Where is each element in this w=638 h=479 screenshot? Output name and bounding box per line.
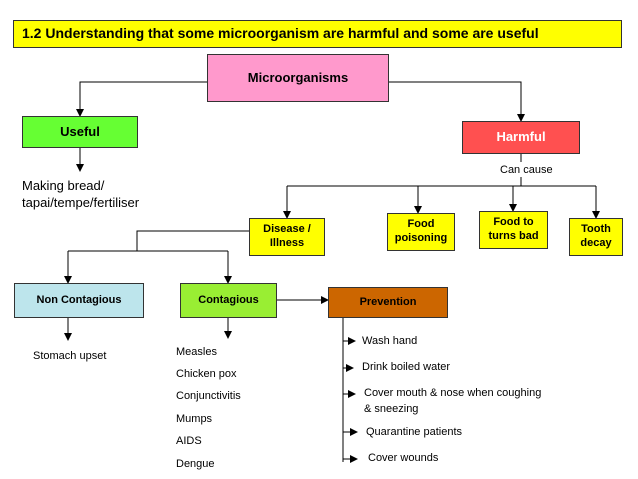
prevention-label: Prevention — [359, 295, 417, 308]
effect-food-poisoning-line1: Food — [407, 218, 435, 231]
effect-disease-illness: Disease / Illness — [249, 218, 325, 256]
effect-tooth-decay: Tooth decay — [569, 218, 623, 256]
contagious-node: Contagious — [180, 283, 277, 318]
harmful-node: Harmful — [462, 121, 580, 154]
effect-food-poisoning: Food poisoning — [387, 213, 455, 251]
contagious-example: Conjunctivitis — [176, 390, 241, 402]
effect-disease-line1: Disease / — [263, 223, 311, 236]
useful-label: Useful — [60, 123, 100, 139]
non-contagious-example: Stomach upset — [33, 350, 107, 362]
contagious-label: Contagious — [198, 293, 259, 306]
contagious-example: AIDS — [176, 435, 202, 447]
effect-tooth-decay-line1: Tooth — [581, 223, 611, 236]
contagious-example: Mumps — [176, 413, 213, 425]
contagious-example: Chicken pox — [176, 368, 237, 380]
microorganisms-label: Microorganisms — [247, 69, 349, 85]
prevention-item: Drink boiled water — [362, 361, 451, 373]
prevention-item: & sneezing — [364, 403, 419, 415]
microorganisms-node: Microorganisms — [207, 54, 389, 102]
useful-node: Useful — [22, 116, 138, 148]
effect-disease-line2: Illness — [269, 237, 305, 249]
contagious-example: Dengue — [176, 458, 215, 470]
non-contagious-label: Non Contagious — [36, 293, 122, 306]
effect-tooth-decay-line2: decay — [580, 237, 612, 249]
effect-food-turns-bad-line2: turns bad — [488, 230, 539, 242]
useful-examples-line2: tapai/tempe/fertiliser — [22, 195, 140, 210]
effect-food-turns-bad-line1: Food to — [493, 216, 534, 229]
prevention-item: Wash hand — [362, 335, 418, 347]
page-title: 1.2 Understanding that some microorganis… — [13, 20, 622, 48]
page-title-text: 1.2 Understanding that some microorganis… — [22, 25, 539, 42]
useful-examples: Making bread/ tapai/tempe/fertiliser — [22, 177, 139, 211]
effect-food-poisoning-line2: poisoning — [394, 232, 448, 244]
effect-food-turns-bad: Food to turns bad — [479, 211, 548, 249]
contagious-example: Measles — [176, 346, 217, 358]
non-contagious-node: Non Contagious — [14, 283, 144, 318]
prevention-node: Prevention — [328, 287, 448, 318]
useful-examples-line1: Making bread/ — [22, 178, 105, 193]
can-cause-label: Can cause — [500, 164, 553, 176]
prevention-item: Quarantine patients — [366, 426, 463, 438]
prevention-item: Cover mouth & nose when coughing — [364, 387, 542, 399]
prevention-item: Cover wounds — [368, 452, 439, 464]
harmful-label: Harmful — [496, 129, 546, 145]
